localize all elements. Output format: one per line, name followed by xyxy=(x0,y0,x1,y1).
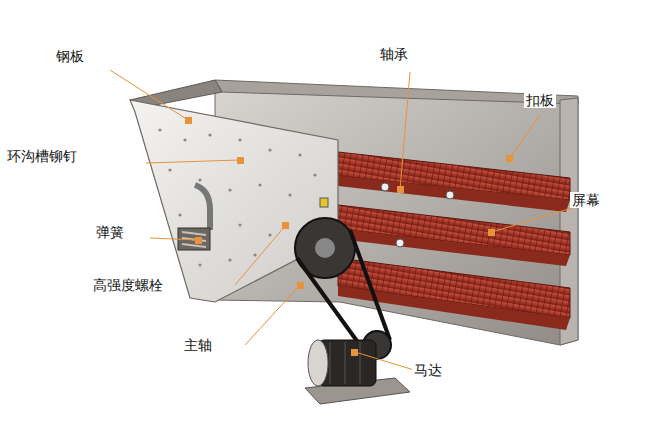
rivets xyxy=(158,128,316,266)
leader-lines xyxy=(110,70,582,373)
part-label: 弹簧 xyxy=(94,224,126,241)
part-label: 屏幕 xyxy=(570,192,602,209)
part-label: 轴承 xyxy=(378,46,410,63)
part-label: 高强度螺栓 xyxy=(91,277,165,294)
screen-decks xyxy=(338,152,570,330)
part-label: 环沟槽铆钉 xyxy=(5,148,79,165)
part-label: 钢板 xyxy=(54,48,86,65)
motor xyxy=(305,340,410,404)
leader-marks xyxy=(185,117,513,356)
part-label: 主轴 xyxy=(182,337,214,354)
belt-drive xyxy=(295,218,391,359)
part-label: 扣板 xyxy=(524,92,556,109)
part-label: 马达 xyxy=(412,362,444,379)
